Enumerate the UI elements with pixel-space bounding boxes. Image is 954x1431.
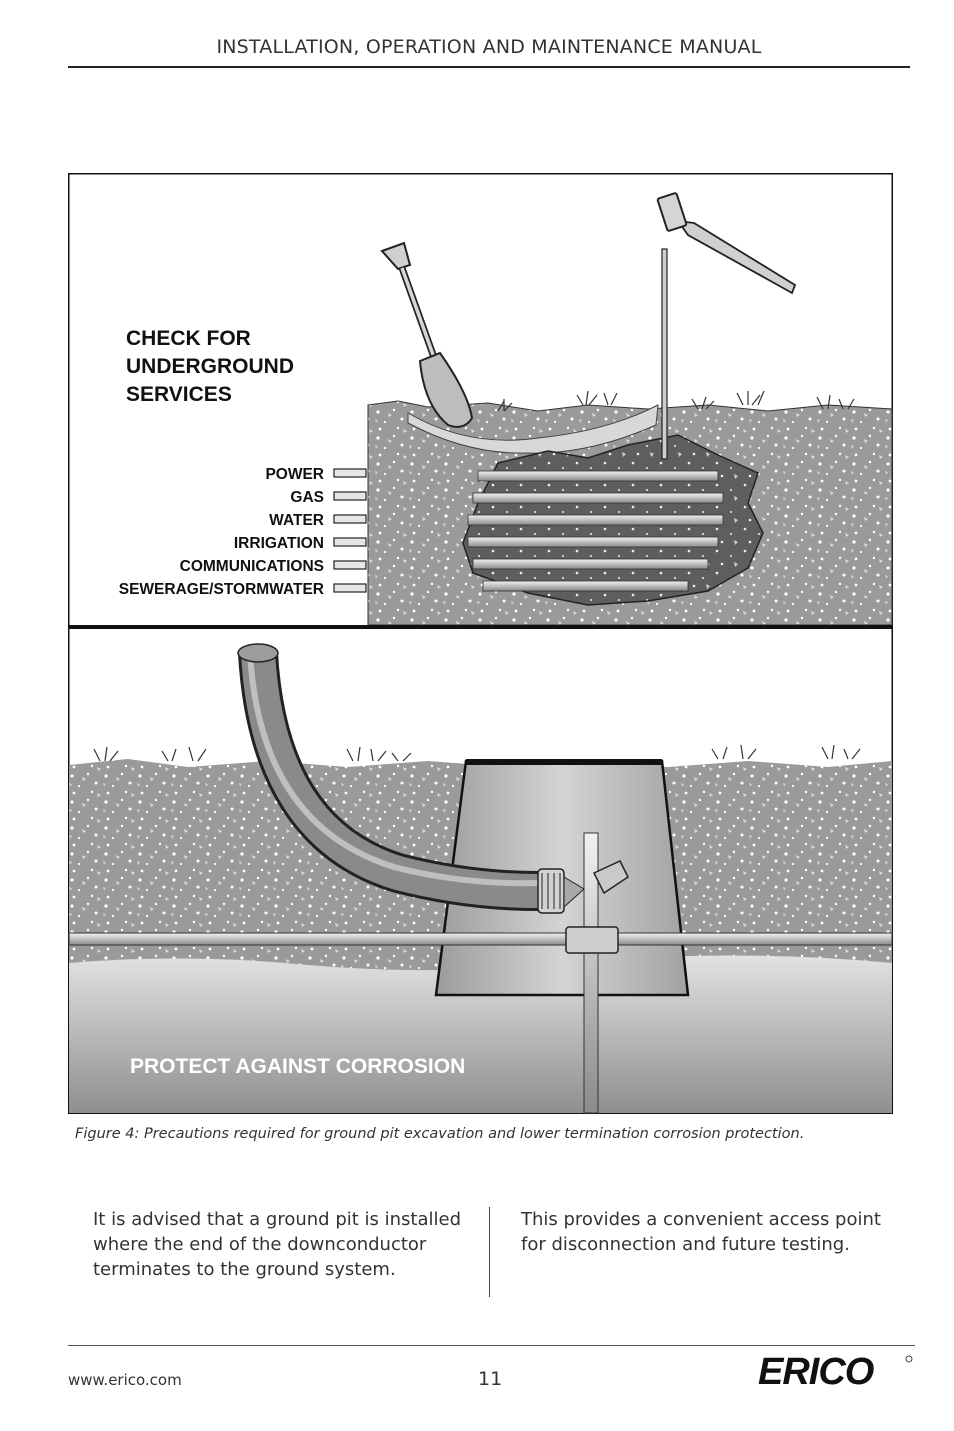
column-divider [489, 1207, 490, 1297]
service-label-sewerage: SEWERAGE/STORMWATER [119, 581, 324, 598]
corrosion-illustration [68, 643, 893, 1114]
shovel-icon [380, 241, 474, 428]
header-title: INSTALLATION, OPERATION AND MAINTENANCE … [216, 36, 762, 58]
header-rule [68, 66, 910, 68]
check-title-line-3: SERVICES [126, 383, 232, 406]
service-label-power: POWER [265, 466, 324, 483]
figure-caption: Figure 4: Precautions required for groun… [75, 1126, 805, 1142]
body-text-right: This provides a convenient access point … [521, 1209, 881, 1255]
body-text-left: It is advised that a ground pit is insta… [93, 1209, 462, 1280]
service-label-communications: COMMUNICATIONS [180, 558, 324, 575]
svg-text:ERICO: ERICO [758, 1354, 874, 1388]
page-number: 11 [478, 1368, 503, 1390]
service-pipes [467, 470, 724, 592]
service-label-gas: GAS [290, 489, 324, 506]
footer-url[interactable]: www.erico.com [68, 1371, 182, 1389]
hammer-icon [656, 192, 797, 295]
check-title-line-1: CHECK FOR [126, 327, 251, 350]
protect-title: PROTECT AGAINST CORROSION [130, 1055, 465, 1078]
footer-rule [68, 1345, 915, 1346]
service-label-water: WATER [269, 512, 324, 529]
check-title-line-2: UNDERGROUND [126, 355, 294, 378]
excavation-illustration [333, 192, 893, 626]
ground-rod [661, 248, 668, 460]
erico-logo: ERICO [758, 1351, 914, 1393]
service-label-irrigation: IRRIGATION [234, 535, 324, 552]
figure-4: CHECK FOR UNDERGROUND SERVICES POWER GAS… [68, 173, 893, 1114]
